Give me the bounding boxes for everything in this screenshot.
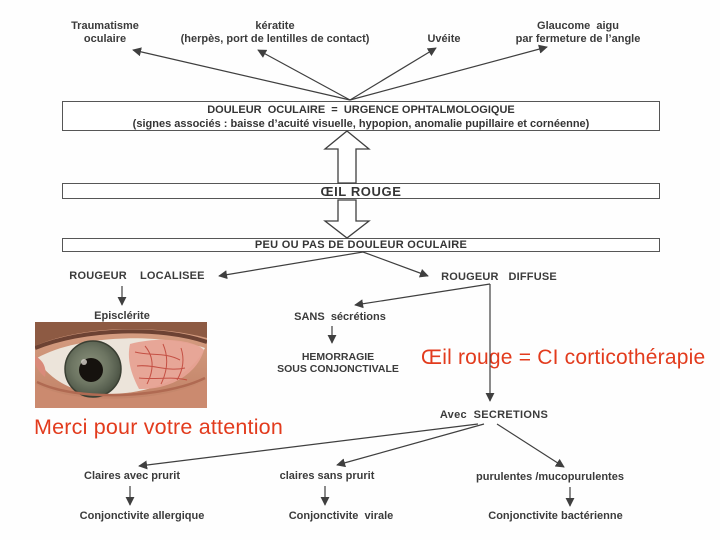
block-arrow-up-oeil-rouge-to-douleur (323, 130, 371, 184)
arrow-to-rougeur-diffuse (362, 251, 429, 278)
cause-traumatisme-line1: Traumatisme (71, 20, 139, 32)
rougeur-localisee-text: ROUGEUR LOCALISEE (69, 270, 205, 282)
conjonctivite-allergique-text: Conjonctivite allergique (79, 510, 205, 522)
claires-avec-prurit-label: Claires avec prurit (74, 470, 190, 483)
claires-sans-prurit-text: claires sans prurit (279, 470, 375, 482)
hemorragie-line1: HEMORRAGIE (301, 351, 375, 363)
photo-lower-lash-line (36, 376, 206, 397)
cause-glaucome-line1: Glaucome aigu (537, 20, 619, 32)
claires-sans-prurit-label: claires sans prurit (270, 470, 384, 483)
annotation-ci-corticotherapie: Œil rouge = CI corticothérapie (421, 346, 706, 369)
episclerite-label: Episclérite (78, 310, 166, 323)
cause-keratite-line2: (herpès, port de lentilles de contact) (180, 33, 370, 45)
oeil-rouge-text: ŒIL ROUGE (320, 184, 402, 199)
cause-traumatisme-line2: oculaire (83, 33, 127, 45)
urgence-box-line1: DOULEUR OCULAIRE = URGENCE OPHTALMOLOGIQ… (207, 104, 515, 116)
claires-avec-prurit-text: Claires avec prurit (84, 470, 180, 482)
cause-keratite-line1: kératite (255, 20, 295, 32)
urgence-ophtalmologique-box: DOULEUR OCULAIRE = URGENCE OPHTALMOLOGIQ… (62, 101, 660, 131)
urgence-box-line2: (signes associés : baisse d’acuité visue… (132, 118, 590, 130)
rougeur-diffuse-text: ROUGEUR DIFFUSE (441, 271, 557, 283)
photo-upper-lid (35, 322, 207, 346)
cause-uveite-label: Uvéite (408, 33, 480, 46)
arrow-to-keratite (257, 49, 351, 101)
conjonctivite-bacterienne-text: Conjonctivite bactérienne (488, 510, 623, 522)
arrow-to-rougeur-localisee (218, 251, 364, 280)
cause-uveite-text: Uvéite (427, 33, 461, 45)
cause-glaucome-line2: par fermeture de l’angle (515, 33, 641, 45)
arrow-to-uveite (349, 47, 437, 101)
conjonctivite-virale-text: Conjonctivite virale (288, 510, 394, 522)
purulentes-label: purulentes /mucopurulentes (462, 471, 638, 484)
annotation-merci: Merci pour votre attention (34, 415, 283, 439)
cause-traumatisme-label: Traumatisme oculaire (45, 20, 165, 46)
branch-rougeur-localisee-label: ROUGEUR LOCALISEE (68, 270, 206, 283)
oeil-rouge-box: ŒIL ROUGE (62, 183, 660, 199)
photo-lash-line (35, 329, 207, 350)
photo-lower-lid (35, 380, 207, 408)
photo-tear-duct (35, 356, 46, 377)
avec-secretions-text: Avec SECRETIONS (439, 409, 549, 421)
branch-rougeur-diffuse-label: ROUGEUR DIFFUSE (436, 271, 562, 284)
photo-blood-vessels (134, 343, 188, 385)
arrow-to-traumatisme (132, 47, 351, 101)
conjonctivite-allergique-label: Conjonctivite allergique (68, 510, 216, 523)
photo-highlight (81, 359, 87, 365)
hemorragie-label: HEMORRAGIE SOUS CONJONCTIVALE (268, 351, 408, 375)
arrow-to-glaucome (349, 44, 548, 101)
sans-secretions-text: SANS sécrétions (294, 311, 386, 323)
cause-glaucome-label: Glaucome aigu par fermeture de l’angle (488, 20, 668, 46)
peu-douleur-text: PEU OU PAS DE DOULEUR OCULAIRE (254, 239, 468, 251)
block-arrow-down-oeil-rouge-to-peu-douleur (323, 199, 371, 239)
hemorragie-line2: SOUS CONJONCTIVALE (277, 363, 399, 375)
cause-keratite-label: kératite (herpès, port de lentilles de c… (150, 20, 400, 46)
peu-douleur-box: PEU OU PAS DE DOULEUR OCULAIRE (62, 238, 660, 252)
conjonctivite-virale-label: Conjonctivite virale (280, 510, 402, 523)
arrow-to-purulentes (496, 423, 565, 468)
arrow-diffuse-to-sans-secretions (354, 283, 491, 309)
avec-secretions-label: Avec SECRETIONS (438, 409, 550, 422)
arrow-to-claires-sans-prurit (336, 423, 485, 468)
episclerite-text: Episclérite (94, 310, 150, 322)
purulentes-text: purulentes /mucopurulentes (476, 471, 624, 483)
red-eye-photo (35, 322, 207, 408)
sans-secretions-label: SANS sécrétions (288, 311, 392, 324)
conjonctivite-bacterienne-label: Conjonctivite bactérienne (478, 510, 633, 523)
